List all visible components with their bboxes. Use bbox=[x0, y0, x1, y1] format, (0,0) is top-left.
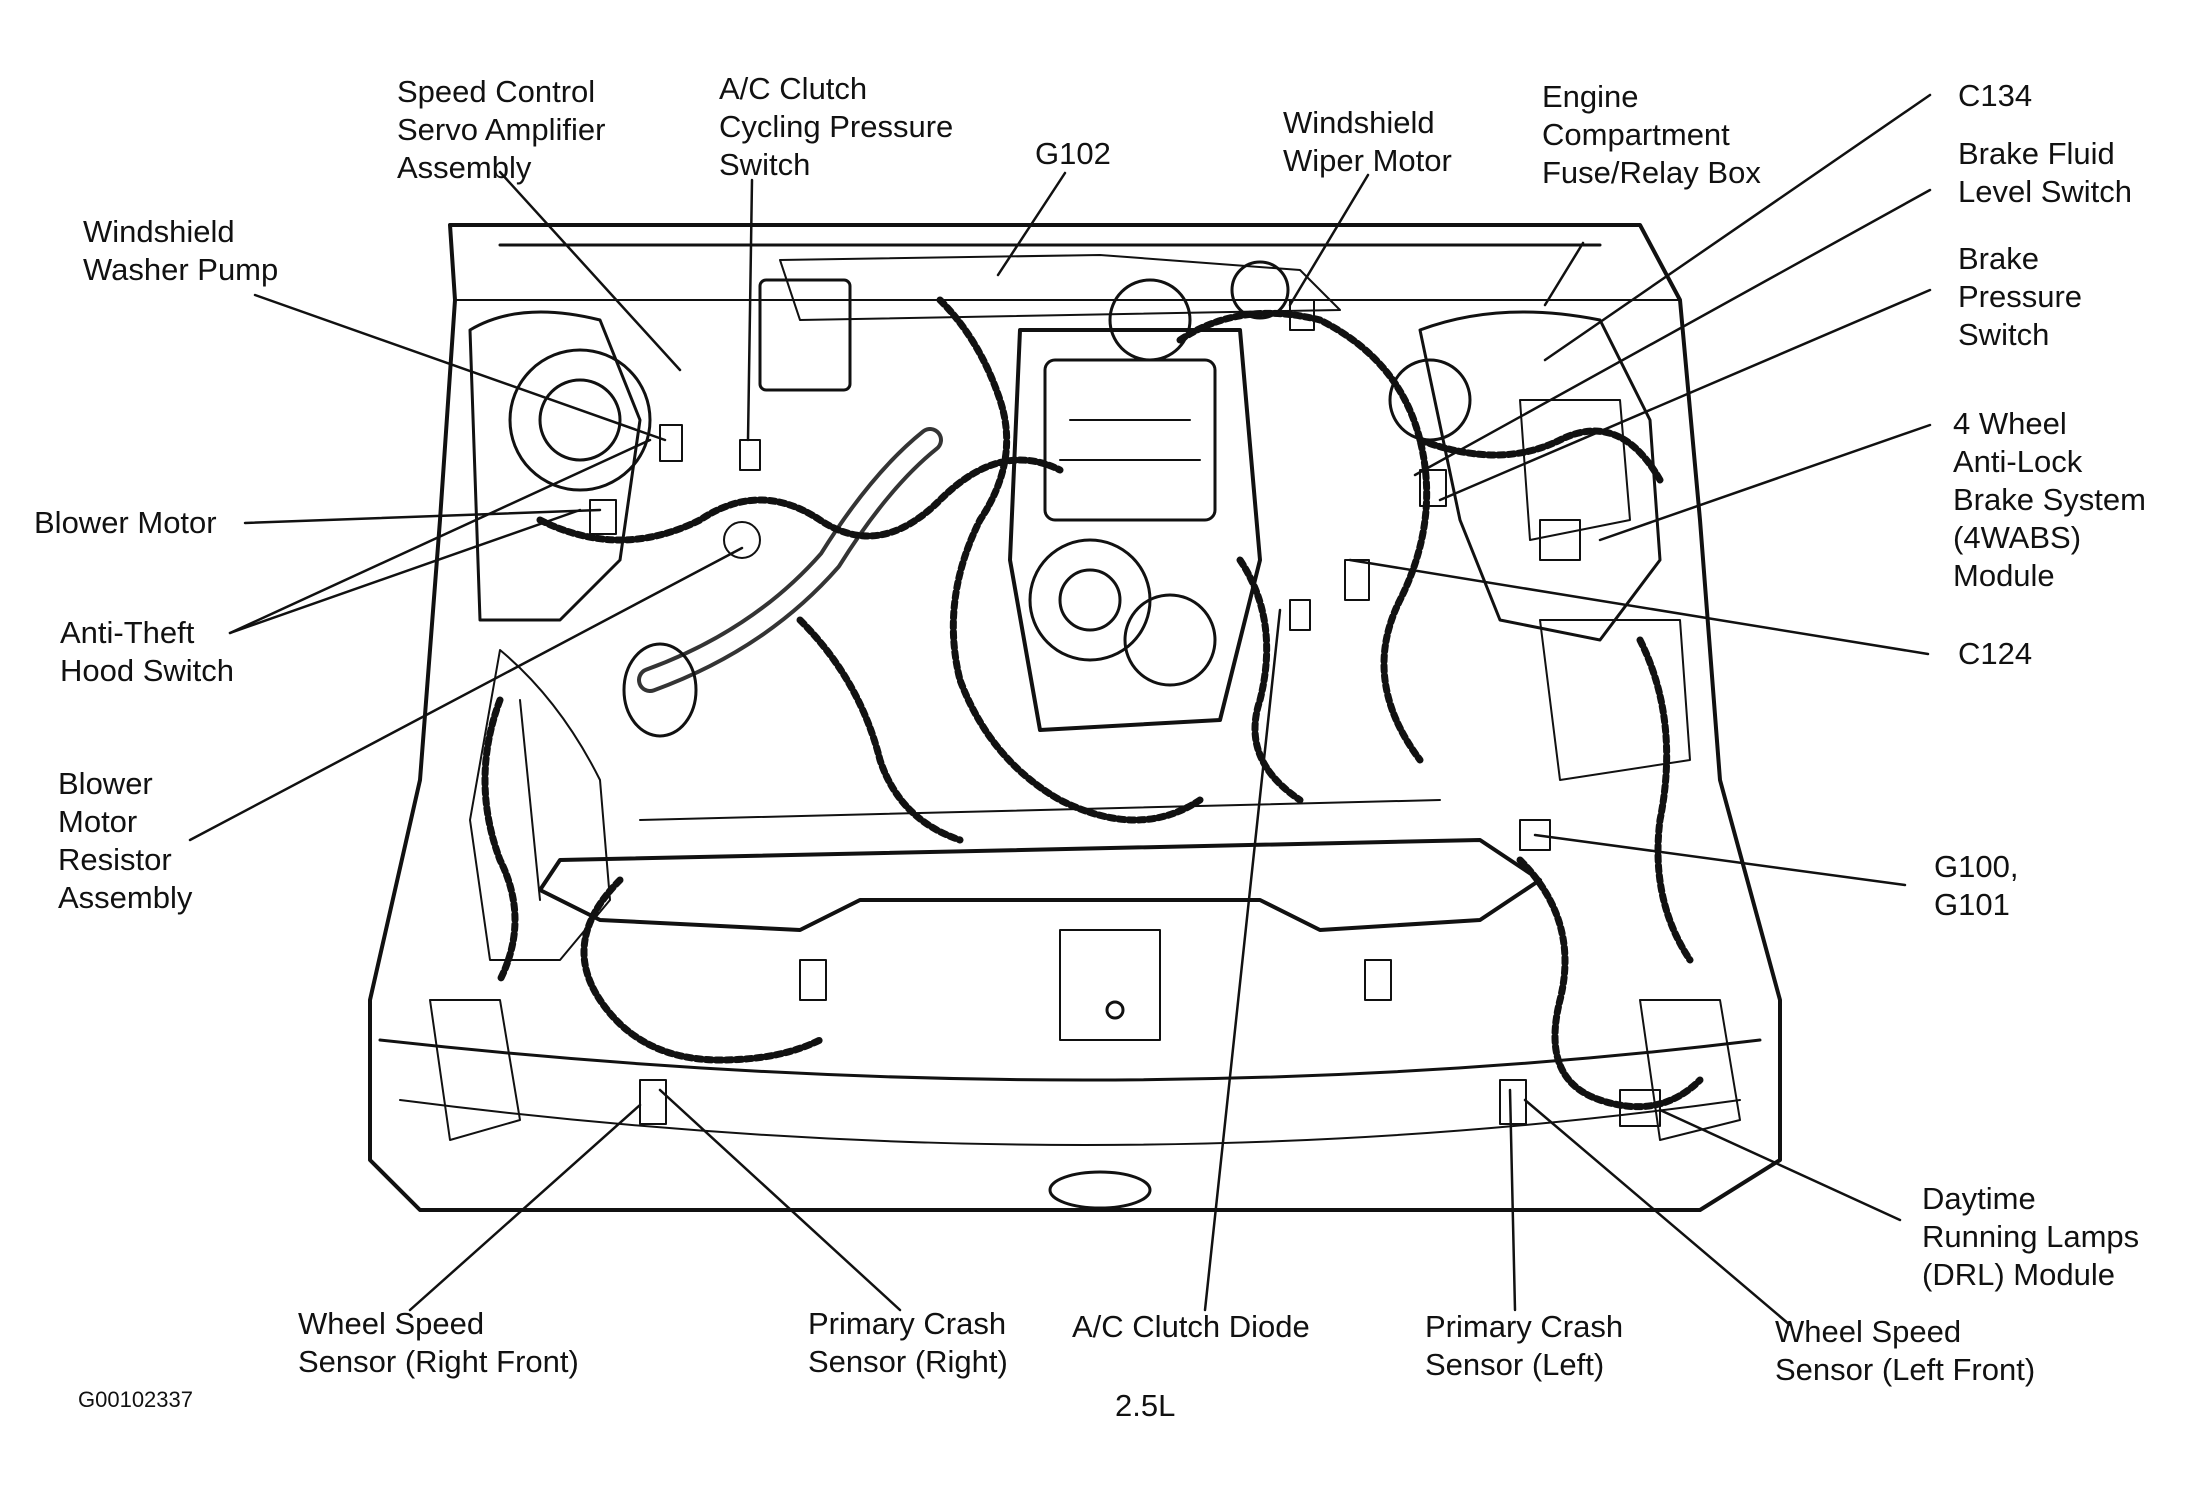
label-windshield-washer-pump: Windshield Washer Pump bbox=[83, 214, 279, 287]
label-g102: G102 bbox=[1035, 136, 1111, 171]
label-blower-motor-resistor: Blower Motor Resistor Assembly bbox=[58, 766, 193, 915]
label-speed-control-servo: Speed Control Servo Amplifier Assembly bbox=[397, 74, 606, 185]
label-c124: C124 bbox=[1958, 636, 2033, 671]
label-anti-theft-hood-switch: Anti-Theft Hood Switch bbox=[60, 615, 235, 688]
hood-frame bbox=[368, 223, 1782, 1212]
engine-block bbox=[1008, 328, 1262, 732]
label-wheel-speed-sensor-right: Wheel Speed Sensor (Right Front) bbox=[298, 1306, 579, 1379]
label-blower-motor: Blower Motor bbox=[34, 505, 217, 540]
air-intake-duct bbox=[622, 427, 943, 738]
leader-lines bbox=[188, 93, 1932, 1327]
label-brake-fluid-level-switch: Brake Fluid Level Switch bbox=[1958, 136, 2133, 209]
figure-code: G00102337 bbox=[78, 1387, 193, 1412]
label-c134: C134 bbox=[1958, 78, 2033, 113]
connectors bbox=[589, 299, 1661, 1127]
label-drl-module: Daytime Running Lamps (DRL) Module bbox=[1922, 1181, 2140, 1292]
label-ac-clutch-diode: A/C Clutch Diode bbox=[1072, 1309, 1310, 1344]
label-fuse-relay-box: Engine Compartment Fuse/Relay Box bbox=[1542, 79, 1761, 190]
label-ac-clutch-cycling-switch: A/C Clutch Cycling Pressure Switch bbox=[719, 71, 954, 182]
wiring-harness bbox=[481, 296, 1704, 1111]
engine-size-caption: 2.5L bbox=[1115, 1388, 1176, 1423]
label-wheel-speed-sensor-left: Wheel Speed Sensor (Left Front) bbox=[1775, 1314, 2036, 1387]
label-primary-crash-sensor-left: Primary Crash Sensor (Left) bbox=[1425, 1309, 1624, 1382]
label-windshield-wiper-motor: Windshield Wiper Motor bbox=[1283, 105, 1452, 178]
label-brake-pressure-switch: Brake Pressure Switch bbox=[1958, 241, 2083, 352]
label-primary-crash-sensor-right: Primary Crash Sensor (Right) bbox=[808, 1306, 1008, 1379]
cowl-panel bbox=[758, 254, 1341, 392]
label-g100-g101: G100, G101 bbox=[1934, 849, 2019, 922]
radiator-support bbox=[538, 799, 1542, 1041]
label-4wabs-module: 4 Wheel Anti-Lock Brake System (4WABS) M… bbox=[1953, 406, 2146, 593]
